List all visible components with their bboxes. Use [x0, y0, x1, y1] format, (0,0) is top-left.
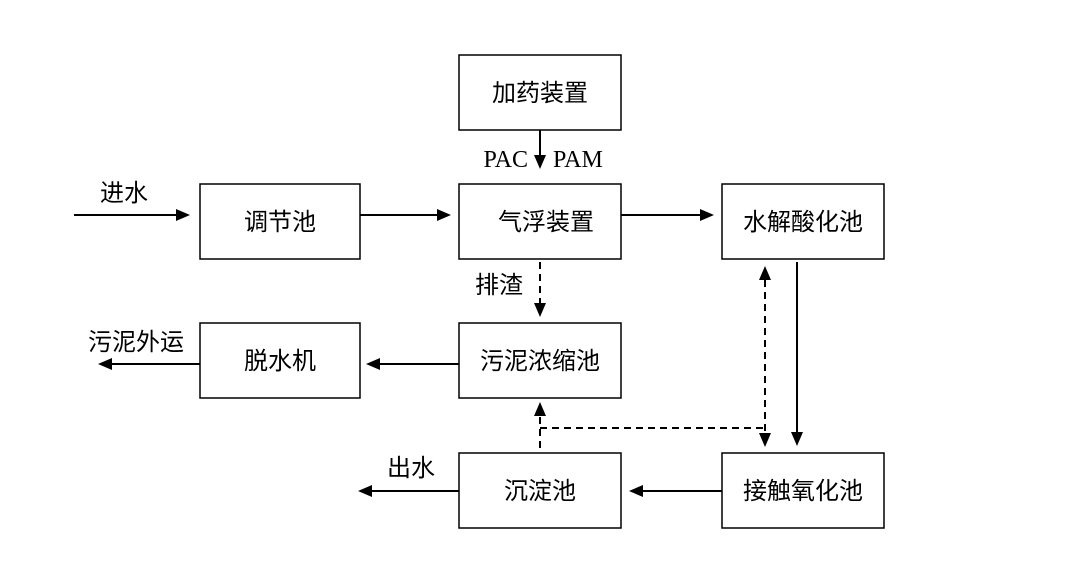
slag-discharge-head — [534, 303, 546, 317]
flotation-box — [458, 183, 622, 260]
outflow-label: 出水 — [387, 454, 435, 482]
equalization-box — [199, 183, 361, 260]
inflow-label: 进水 — [100, 179, 148, 207]
slag-label: 排渣 — [475, 271, 523, 299]
flotation-label: 气浮装置 — [498, 208, 594, 236]
equalization-label: 调节池 — [244, 208, 316, 236]
sludge-return-up-head — [759, 266, 771, 280]
dosing-box — [458, 54, 622, 131]
flotation-to-hydrolysis-head — [700, 209, 714, 221]
contact-oxidation-label: 接触氧化池 — [743, 477, 863, 505]
inflow-arrow-head — [176, 209, 190, 221]
dosing-label: 加药装置 — [492, 79, 588, 107]
pam-label: PAM — [553, 147, 603, 173]
hydrolysis-box — [721, 183, 885, 260]
hydrolysis-to-oxidation-head — [791, 432, 803, 446]
thickener-to-dewatering-head — [366, 358, 380, 370]
dewatering-label: 脱水机 — [244, 347, 316, 375]
oxidation-to-sedimentation-head — [629, 485, 643, 497]
sludge-out-head — [98, 358, 112, 370]
sedimentation-box — [458, 452, 622, 529]
pac-label: PAC — [484, 147, 528, 173]
equalization-to-flotation-head — [437, 209, 451, 221]
sedimentation-sludge-head — [534, 402, 546, 416]
outflow-head — [358, 485, 372, 497]
hydrolysis-label: 水解酸化池 — [743, 208, 863, 236]
sedimentation-label: 沉淀池 — [504, 477, 576, 505]
sludge-thickener-box — [458, 322, 622, 399]
sludge-out-label: 污泥外运 — [88, 328, 184, 356]
sludge-return-down-head — [759, 433, 771, 447]
sludge-thickener-label: 污泥浓缩池 — [480, 347, 600, 375]
dewatering-box — [199, 322, 361, 399]
dosing-to-flotation-head — [534, 155, 546, 169]
